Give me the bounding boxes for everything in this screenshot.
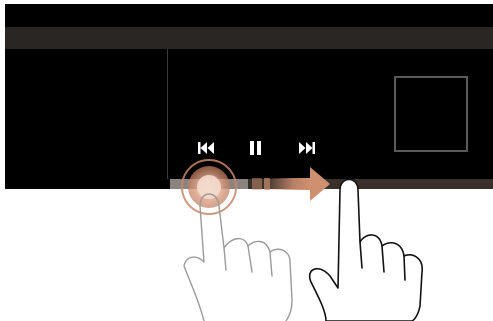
- drag-arrow-icon: [252, 167, 330, 201]
- touch-ripple-icon: [182, 160, 236, 214]
- hand-current-icon: [310, 180, 423, 321]
- hand-start-icon: [184, 194, 292, 321]
